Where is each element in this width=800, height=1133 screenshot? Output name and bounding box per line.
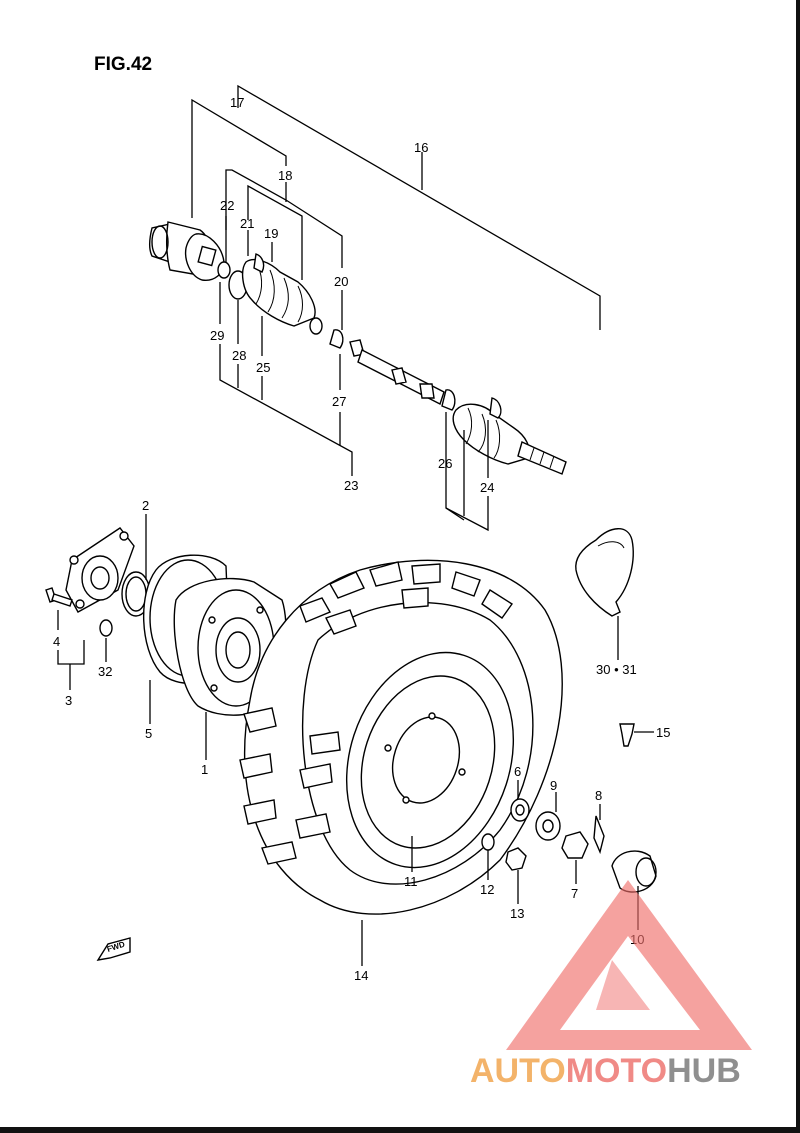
callout-8: 8 [595, 788, 602, 803]
watermark-word-hub: HUB [667, 1052, 741, 1090]
callout-6: 6 [514, 764, 521, 779]
callout-5: 5 [145, 726, 152, 741]
callout-13: 13 [510, 906, 524, 921]
callout-18: 18 [278, 168, 292, 183]
callout-11: 11 [404, 874, 418, 889]
callout-30-31: 30 • 31 [596, 662, 637, 677]
callout-28: 28 [232, 348, 246, 363]
callout-7: 7 [571, 886, 578, 901]
small-hardware [481, 528, 657, 893]
callout-29: 29 [210, 328, 224, 343]
callout-24: 24 [480, 480, 494, 495]
svg-text:AUTOMOTOHUB: AUTOMOTOHUB [470, 1052, 741, 1090]
figure-title: FIG.42 [94, 54, 152, 75]
callout-4: 4 [53, 634, 60, 649]
callout-21: 21 [240, 216, 254, 231]
callout-22: 22 [220, 198, 234, 213]
watermark-word-auto: AUTO [470, 1052, 566, 1090]
callout-32: 32 [98, 664, 112, 679]
callout-19: 19 [264, 226, 278, 241]
hub-parts [45, 527, 287, 716]
callout-27: 27 [332, 394, 346, 409]
callout-17: 17 [230, 95, 244, 110]
callout-12: 12 [480, 882, 494, 897]
callout-16: 16 [414, 140, 428, 155]
watermark-word-moto: MOTO [566, 1052, 667, 1090]
callout-23: 23 [344, 478, 358, 493]
callout-3: 3 [65, 693, 72, 708]
callout-26: 26 [438, 456, 452, 471]
callout-9: 9 [550, 778, 557, 793]
fwd-arrow-icon: FWD [96, 937, 131, 961]
callout-20: 20 [334, 274, 348, 289]
callout-14: 14 [354, 968, 368, 983]
tire-and-rim [239, 559, 563, 915]
watermark-logo [506, 880, 752, 1050]
watermark-text: AUTOMOTOHUB [470, 1052, 741, 1090]
callout-25: 25 [256, 360, 270, 375]
callout-1: 1 [201, 762, 208, 777]
drive-shaft-assembly [149, 221, 567, 475]
callout-15: 15 [656, 725, 670, 740]
callout-2: 2 [142, 498, 149, 513]
